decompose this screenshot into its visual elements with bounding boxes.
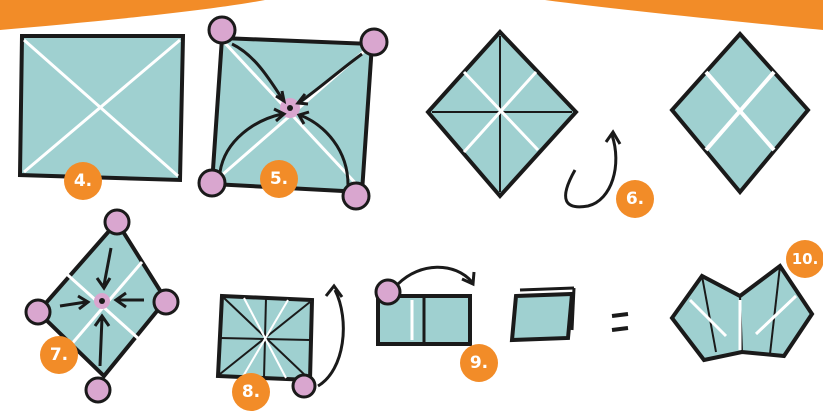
equals-sign (612, 314, 628, 330)
step-badge-5: 5. (260, 160, 298, 198)
step-badge-7: 7. (40, 336, 78, 374)
step-7-diagram (26, 210, 178, 402)
corner-marker (105, 210, 129, 234)
step-badge-6: 6. (616, 180, 654, 218)
step-badge-10: 10. (786, 240, 823, 278)
step-4-diagram (20, 36, 183, 180)
step-10-diagram (672, 266, 812, 360)
corner-marker (343, 183, 369, 209)
arrow-icon (398, 267, 472, 284)
flip-arrow-icon (566, 135, 616, 207)
flip-arrow-icon (318, 290, 343, 386)
corner-marker (199, 170, 225, 196)
corner-marker (361, 29, 387, 55)
corner-marker (26, 300, 50, 324)
corner-marker (86, 378, 110, 402)
step-9-diagram (376, 267, 574, 344)
step-badge-8: 8. (232, 373, 270, 411)
step-badge-9: 9. (460, 344, 498, 382)
orange-banner-right (545, 0, 823, 30)
corner-marker (376, 280, 400, 304)
corner-marker (154, 290, 178, 314)
corner-marker (293, 375, 315, 397)
step-6-diagram (428, 32, 808, 207)
corner-marker (209, 17, 235, 43)
step-badge-4: 4. (64, 162, 102, 200)
